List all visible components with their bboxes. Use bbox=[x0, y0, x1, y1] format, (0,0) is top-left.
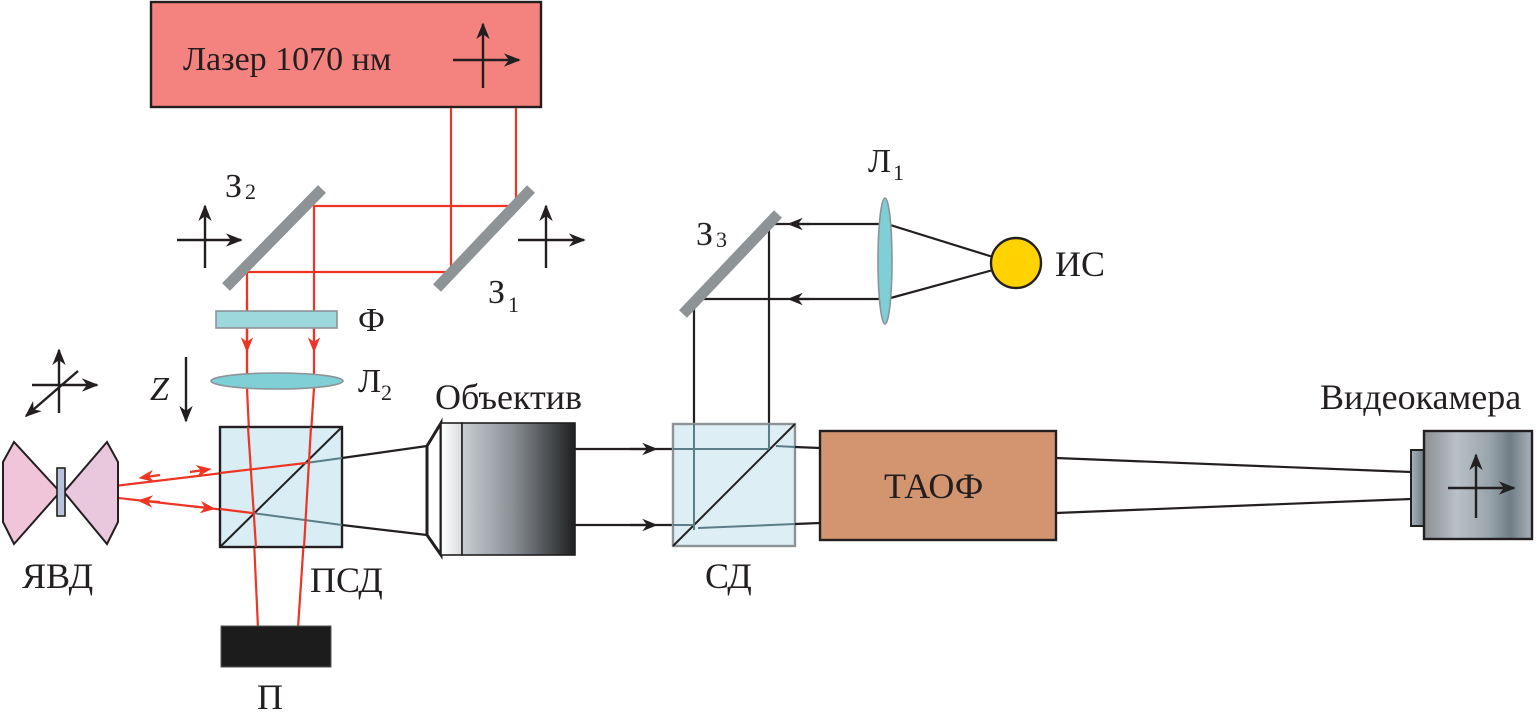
acousto-optic-filter: ТАОФ bbox=[818, 429, 1058, 542]
polarization-cross-icon bbox=[518, 204, 586, 268]
mirror-2-subscript: 2 bbox=[245, 179, 256, 204]
mirror-2-label: З bbox=[225, 168, 242, 205]
camera-body bbox=[1422, 429, 1534, 541]
polarizing-beam-splitter: ПСД bbox=[218, 425, 383, 600]
dac-left-anvil bbox=[1, 440, 62, 546]
mirror-2: З 2 bbox=[177, 168, 326, 291]
lens-1-subscript: 1 bbox=[893, 160, 904, 185]
laser-label: Лазер 1070 нм bbox=[183, 41, 391, 78]
polarization-cross-icon bbox=[1448, 453, 1516, 518]
mirror-3-plate bbox=[679, 210, 782, 318]
polarization-cross-icon bbox=[177, 204, 243, 268]
laser-beam-right bbox=[312, 108, 518, 388]
bs-label: СД bbox=[705, 556, 752, 596]
light-source-label: ИС bbox=[1055, 244, 1105, 284]
illum-ray-upper bbox=[767, 222, 880, 449]
mirror-3-label: З bbox=[696, 216, 713, 253]
laser-box bbox=[149, 0, 543, 109]
diamond-anvil-cell: ЯВД bbox=[1, 440, 119, 596]
mirror-2-plate bbox=[222, 185, 326, 291]
lens-2-subscript: 2 bbox=[381, 380, 392, 405]
xyz-axes-icon bbox=[24, 348, 99, 418]
mirror-1-subscript: 1 bbox=[508, 292, 519, 317]
filter-plate bbox=[215, 310, 338, 329]
beam-dump-block bbox=[220, 625, 332, 668]
beam-dump: П bbox=[220, 625, 332, 717]
beam-dump-label: П bbox=[257, 677, 283, 717]
pbs-diagonal bbox=[219, 426, 343, 548]
mirror-3-subscript: 3 bbox=[716, 227, 727, 252]
polarization-cross-icon bbox=[453, 22, 521, 88]
objective: Объектив bbox=[425, 377, 582, 560]
filter-label: Ф bbox=[358, 302, 385, 339]
z-axis-label: Z bbox=[150, 371, 170, 408]
objective-body bbox=[461, 422, 576, 556]
mirror-1-plate bbox=[433, 185, 535, 292]
mirror-1: З 1 bbox=[433, 185, 586, 317]
light-source-circle bbox=[989, 236, 1043, 290]
lens-1: Л 1 bbox=[868, 143, 904, 325]
mirror-1-label: З bbox=[488, 274, 505, 311]
mirror-3: З 3 bbox=[679, 210, 782, 318]
lens-2-label: Л bbox=[358, 363, 381, 400]
dac-label: ЯВД bbox=[22, 556, 93, 596]
video-camera: Видеокамера bbox=[1320, 377, 1534, 541]
camera-label: Видеокамера bbox=[1320, 377, 1521, 417]
laser-beam-left bbox=[245, 108, 453, 388]
lens-1-label: Л bbox=[868, 143, 891, 180]
filter: Ф bbox=[215, 302, 385, 339]
dac-sample-gasket bbox=[56, 467, 66, 517]
laser-source: Лазер 1070 нм bbox=[149, 0, 543, 109]
lens-2: Л 2 bbox=[210, 363, 392, 405]
lens-2-shape bbox=[210, 372, 344, 390]
z-axis: Z bbox=[150, 357, 193, 423]
objective-label: Объектив bbox=[435, 377, 582, 417]
taof-box bbox=[818, 429, 1058, 542]
camera-lens bbox=[1410, 449, 1425, 527]
pbs-label: ПСД bbox=[310, 560, 383, 600]
dac-right-anvil bbox=[62, 440, 119, 546]
light-source: ИС bbox=[989, 236, 1105, 290]
lens-1-shape bbox=[877, 197, 893, 325]
objective-front-cone bbox=[425, 417, 443, 560]
beam-splitter: СД bbox=[671, 422, 797, 596]
taof-label: ТАОФ bbox=[884, 466, 983, 506]
